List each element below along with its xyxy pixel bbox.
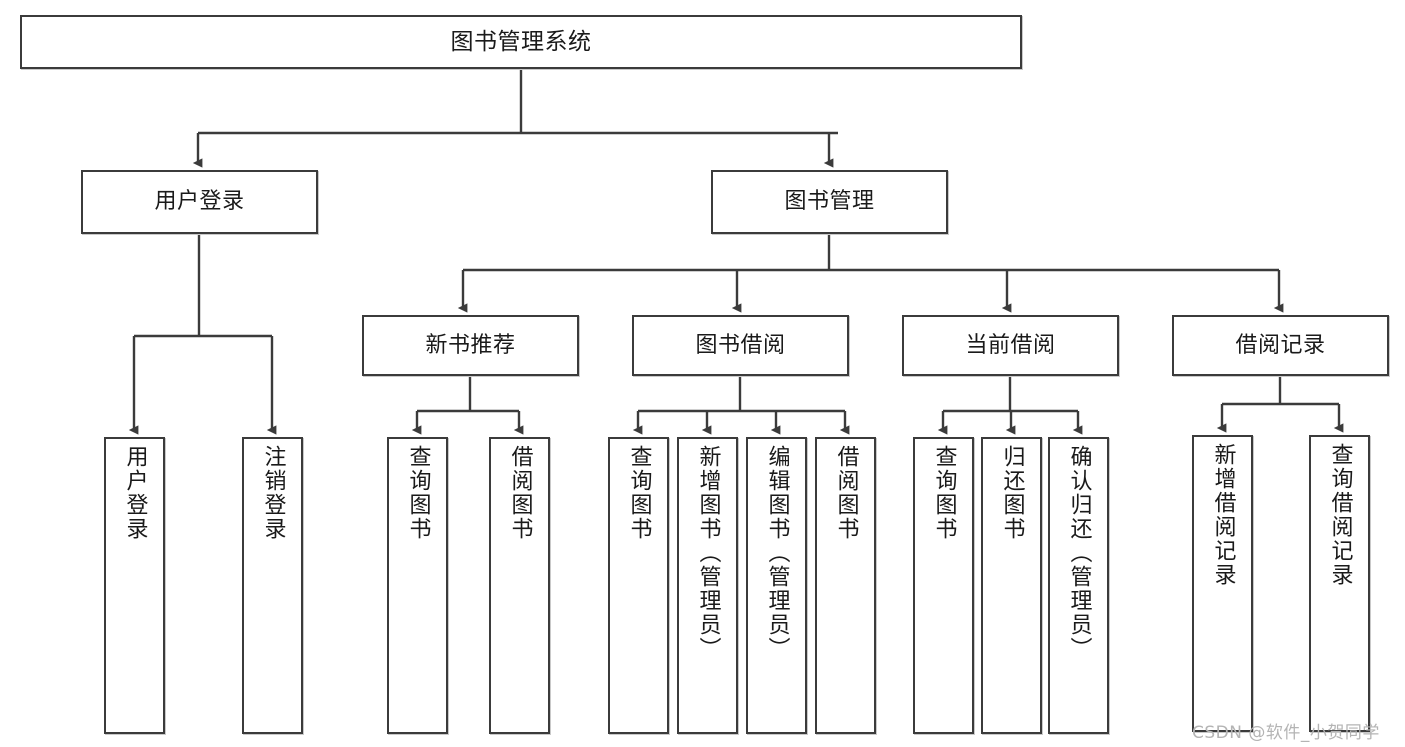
leaf-new-book-borrow[interactable]: 借阅图书 (489, 437, 550, 734)
leaf-new-book-borrow-label: 借阅图书 (507, 445, 533, 541)
leaf-borrow-records-query-label: 查询借阅记录 (1327, 443, 1353, 587)
node-book-borrow[interactable]: 图书借阅 (632, 315, 849, 376)
leaf-book-borrow-edit-label: 编辑图书（管理员） (764, 445, 790, 661)
node-current-borrow[interactable]: 当前借阅 (902, 315, 1119, 376)
node-current-borrow-label: 当前借阅 (965, 332, 1056, 358)
leaf-book-borrow-query-label: 查询图书 (626, 445, 652, 541)
leaf-current-borrow-return[interactable]: 归还图书 (981, 437, 1042, 734)
leaf-borrow-records-add[interactable]: 新增借阅记录 (1192, 435, 1253, 732)
leaf-user-login-signin[interactable]: 用户登录 (104, 437, 165, 734)
leaf-user-login-logout[interactable]: 注销登录 (242, 437, 303, 734)
node-book-management-label: 图书管理 (784, 189, 875, 215)
node-user-login-label: 用户登录 (154, 189, 245, 215)
leaf-current-borrow-confirm[interactable]: 确认归还（管理员） (1048, 437, 1109, 734)
leaf-user-login-logout-label: 注销登录 (260, 445, 286, 541)
node-user-login[interactable]: 用户登录 (81, 170, 318, 234)
leaf-borrow-records-query[interactable]: 查询借阅记录 (1309, 435, 1370, 732)
leaf-current-borrow-query-label: 查询图书 (931, 445, 957, 541)
leaf-current-borrow-confirm-label: 确认归还（管理员） (1066, 445, 1092, 661)
node-root-system[interactable]: 图书管理系统 (20, 15, 1022, 69)
node-new-book-recommend-label: 新书推荐 (425, 332, 516, 358)
node-book-management[interactable]: 图书管理 (711, 170, 948, 234)
node-borrow-records[interactable]: 借阅记录 (1172, 315, 1389, 376)
leaf-book-borrow-edit[interactable]: 编辑图书（管理员） (746, 437, 807, 734)
csdn-watermark: CSDN @软件_小贺同学 (1192, 723, 1380, 743)
leaf-borrow-records-add-label: 新增借阅记录 (1210, 443, 1236, 587)
node-new-book-recommend[interactable]: 新书推荐 (362, 315, 579, 376)
node-book-borrow-label: 图书借阅 (695, 332, 786, 358)
leaf-current-borrow-query[interactable]: 查询图书 (913, 437, 974, 734)
node-borrow-records-label: 借阅记录 (1235, 332, 1326, 358)
node-root-system-label: 图书管理系统 (450, 28, 592, 55)
leaf-user-login-signin-label: 用户登录 (122, 445, 148, 541)
leaf-book-borrow-borrow[interactable]: 借阅图书 (815, 437, 876, 734)
leaf-book-borrow-add-label: 新增图书（管理员） (695, 445, 721, 661)
leaf-current-borrow-return-label: 归还图书 (999, 445, 1025, 541)
leaf-new-book-query-label: 查询图书 (405, 445, 431, 541)
leaf-book-borrow-add[interactable]: 新增图书（管理员） (677, 437, 738, 734)
leaf-new-book-query[interactable]: 查询图书 (387, 437, 448, 734)
leaf-book-borrow-borrow-label: 借阅图书 (833, 445, 859, 541)
leaf-book-borrow-query[interactable]: 查询图书 (608, 437, 669, 734)
